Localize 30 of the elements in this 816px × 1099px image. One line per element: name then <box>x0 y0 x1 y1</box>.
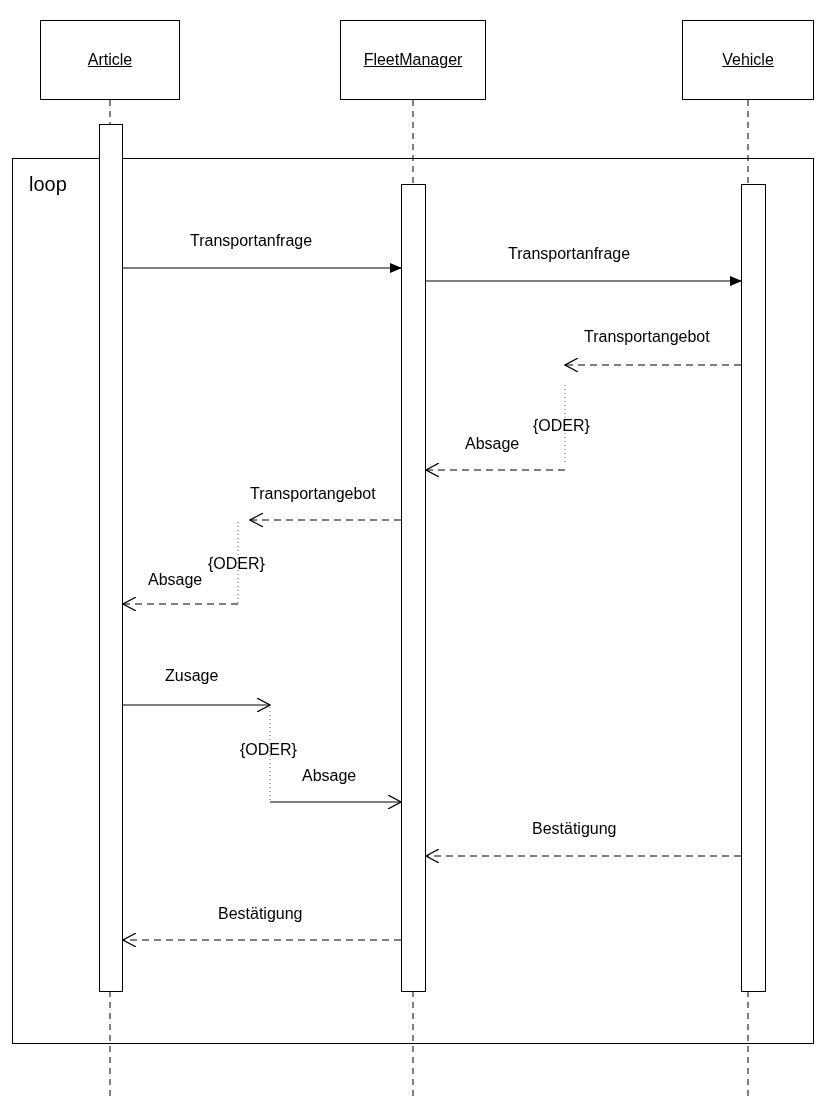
edge-label: Zusage <box>165 668 219 684</box>
edge-label: Bestätigung <box>218 906 303 922</box>
loop-label: loop <box>29 173 67 196</box>
message-arrow <box>122 263 402 273</box>
message-arrow <box>564 357 742 373</box>
lifeline-header: Article <box>40 20 180 100</box>
edge-label: Transportanfrage <box>508 246 631 262</box>
edge-label: Transportanfrage <box>190 233 313 249</box>
edge-label: Transportangebot <box>250 486 376 502</box>
message-arrow <box>249 512 402 528</box>
lifeline-header: Vehicle <box>682 20 814 100</box>
message-arrow <box>122 932 402 948</box>
guard-label: {ODER} <box>208 556 265 572</box>
activation-bar <box>400 183 426 992</box>
lifeline-header: FleetManager <box>340 20 486 100</box>
guard-label: {ODER} <box>533 418 590 434</box>
message-arrow <box>122 697 271 713</box>
message-arrow <box>425 276 742 286</box>
edge-label: Bestätigung <box>532 821 617 837</box>
loop-frame <box>12 158 814 1044</box>
edge-label: Absage <box>465 436 520 452</box>
guard-label: {ODER} <box>240 742 297 758</box>
message-arrow <box>122 596 239 612</box>
message-arrow <box>425 462 566 478</box>
edge-label: Absage <box>148 572 203 588</box>
message-arrow <box>425 848 742 864</box>
activation-bar <box>740 183 766 992</box>
edge-label: Absage <box>302 768 357 784</box>
edge-label: Transportangebot <box>584 329 710 345</box>
message-arrow <box>269 794 402 810</box>
